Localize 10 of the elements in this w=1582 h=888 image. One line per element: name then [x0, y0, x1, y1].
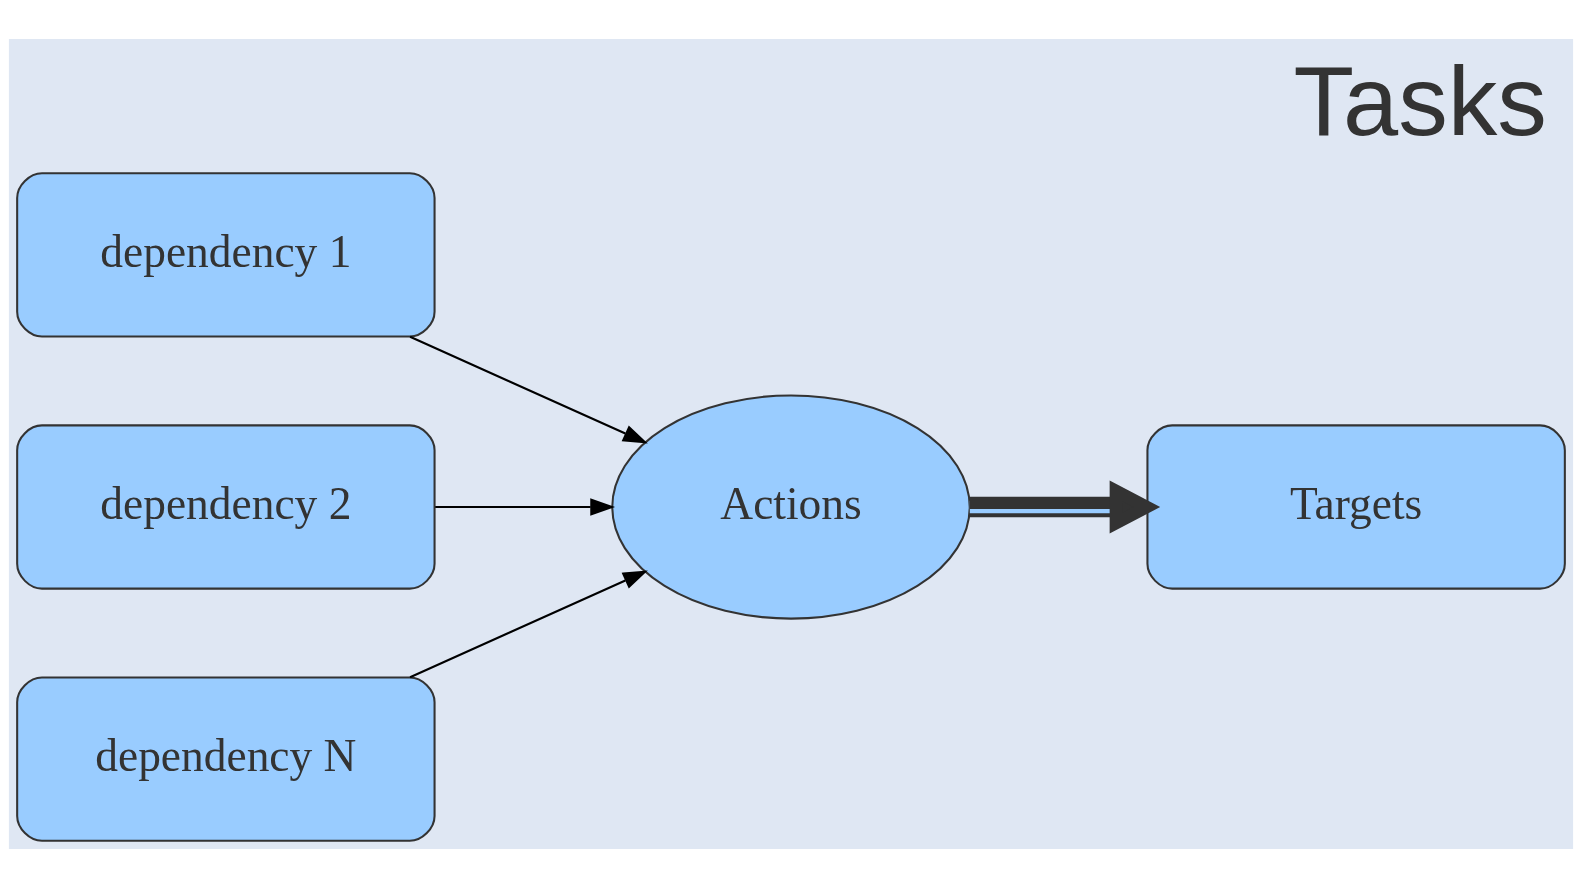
node-ellipse: Actions [611, 394, 971, 620]
node-box: dependency 1 [16, 172, 436, 338]
arrow [409, 335, 648, 444]
node-box: dependency 2 [16, 424, 436, 590]
node-box: dependency N [16, 676, 436, 842]
arrow [969, 480, 1161, 534]
arrow [409, 570, 648, 679]
arrow [435, 498, 616, 516]
diagram-title: Tasks [1293, 44, 1547, 156]
node-box: Targets [1146, 424, 1566, 590]
